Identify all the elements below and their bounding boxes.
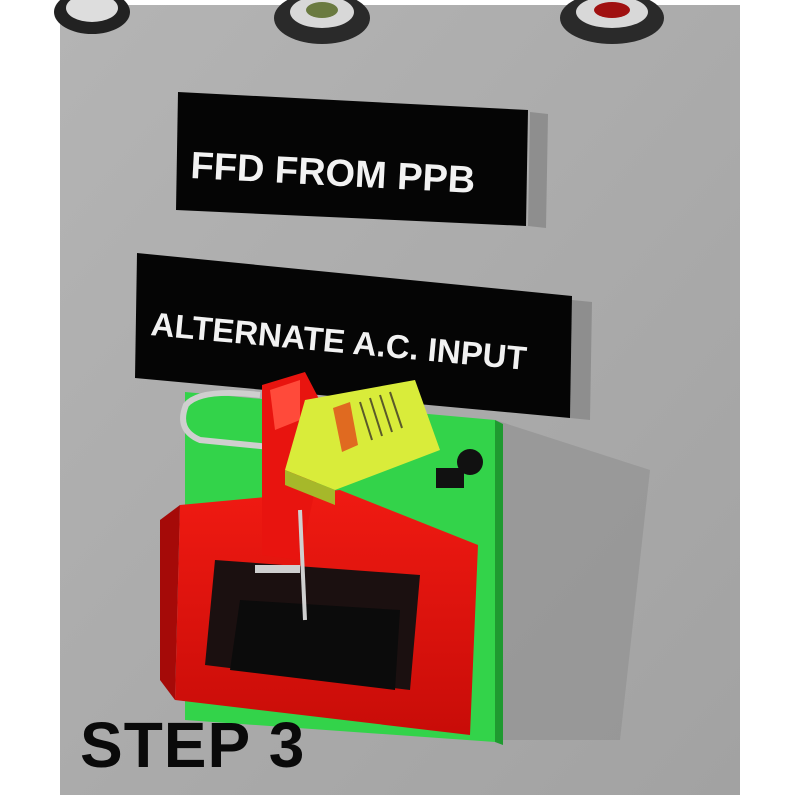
padlock-shackle — [180, 390, 301, 453]
label-plate-bottom — [135, 253, 572, 418]
indicator-light-red — [560, 0, 664, 44]
step-caption: STEP 3 — [80, 709, 306, 781]
padlock-icon — [285, 380, 440, 505]
indicator-light-left — [54, 0, 130, 34]
breaker-toggle — [436, 449, 483, 488]
label-plate-top — [176, 92, 528, 226]
indicator-light-green — [274, 0, 370, 44]
